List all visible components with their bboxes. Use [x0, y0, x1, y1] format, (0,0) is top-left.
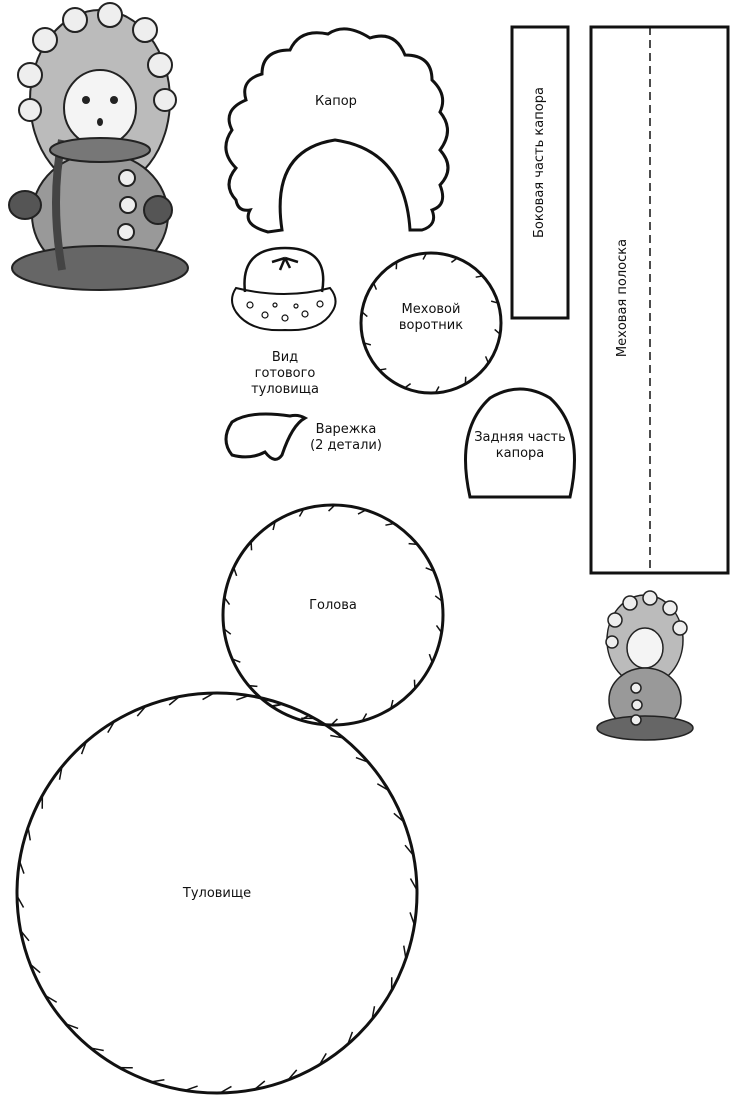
seam-tick — [409, 912, 416, 926]
seam-tick — [347, 1031, 354, 1045]
fur-strip-piece — [589, 25, 730, 575]
seam-tick — [475, 275, 483, 278]
label-fur-collar-line2: воротник — [398, 318, 464, 333]
label-back-part: Задняя часть капора — [470, 430, 570, 462]
mitten-piece — [224, 412, 309, 461]
seam-tick — [484, 356, 490, 364]
label-body: Туловище — [182, 886, 252, 901]
label-finished-view-line3: туловища — [251, 382, 319, 397]
seam-tick — [58, 766, 63, 780]
seam-tick — [450, 257, 458, 263]
label-fur-strip: Меховая полоска — [615, 238, 630, 358]
seam-tick — [136, 705, 147, 717]
seam-tick — [404, 844, 415, 856]
body-piece — [15, 691, 419, 1095]
seam-tick — [408, 542, 418, 546]
seam-tick — [184, 1085, 198, 1092]
seam-tick — [328, 504, 336, 512]
seam-tick — [371, 1006, 376, 1020]
kapor-piece — [224, 27, 450, 234]
side-part-piece — [510, 25, 570, 320]
seam-tick — [80, 741, 87, 755]
seam-tick — [355, 756, 369, 763]
label-back-part-line2: капора — [495, 446, 545, 461]
seam-tick — [272, 521, 276, 531]
label-mitten-line2: (2 детали) — [310, 438, 382, 453]
seam-tick — [379, 368, 387, 371]
label-fur-collar-line1: Меховой — [401, 302, 461, 317]
seam-tick — [494, 328, 501, 335]
seam-tick — [372, 282, 378, 290]
finished-body-view — [231, 246, 337, 332]
seam-tick — [422, 252, 428, 260]
label-finished-view: Вид готового туловища — [240, 350, 330, 398]
seam-tick — [330, 734, 344, 739]
seam-tick — [223, 597, 231, 606]
fur-collar-piece — [359, 251, 503, 395]
seam-tick — [425, 567, 435, 572]
seam-tick — [248, 684, 258, 688]
doll-illustration-small — [596, 590, 694, 741]
seam-tick — [361, 311, 368, 318]
seam-tick — [363, 342, 372, 346]
doll-illustration-large — [8, 2, 189, 291]
seam-tick — [90, 1047, 104, 1052]
seam-tick — [18, 860, 25, 874]
seam-tick — [434, 386, 440, 394]
seam-tick — [361, 713, 368, 722]
seam-tick — [223, 628, 232, 635]
seam-tick — [65, 1023, 79, 1030]
seam-tick — [428, 653, 433, 663]
label-mitten: Варежка (2 детали) — [306, 422, 386, 454]
seam-tick — [254, 1080, 266, 1091]
seam-tick — [318, 1052, 327, 1066]
seam-tick — [233, 567, 238, 577]
seam-tick — [409, 878, 418, 891]
seam-tick — [29, 963, 41, 974]
seam-tick — [298, 508, 305, 517]
seam-tick — [202, 692, 215, 701]
seam-tick — [19, 930, 30, 942]
seam-tick — [151, 1078, 165, 1083]
label-fur-collar: Меховой воротник — [390, 302, 472, 334]
seam-tick — [435, 624, 443, 633]
label-head: Голова — [309, 598, 357, 613]
label-finished-view-line1: Вид — [271, 350, 299, 365]
seam-tick — [376, 783, 390, 792]
label-side-part: Боковая часть капора — [532, 87, 547, 238]
seam-tick — [44, 994, 58, 1003]
label-back-part-line1: Задняя часть — [474, 430, 566, 445]
seam-tick — [385, 522, 395, 526]
seam-tick — [168, 695, 180, 706]
seam-tick — [393, 812, 405, 823]
seam-tick — [402, 945, 407, 959]
seam-tick — [390, 699, 394, 709]
back-part-piece — [464, 387, 576, 499]
seam-tick — [490, 300, 499, 304]
seam-tick — [219, 1085, 232, 1094]
label-kapor: Капор — [315, 94, 357, 109]
seam-tick — [404, 383, 412, 389]
head-piece — [221, 503, 445, 727]
seam-tick — [236, 694, 250, 701]
seam-tick — [107, 720, 116, 734]
seam-tick — [330, 718, 338, 726]
seam-tick — [287, 1069, 298, 1081]
seam-tick — [27, 827, 32, 841]
seam-allowance-ticks — [16, 252, 501, 1094]
label-mitten-line1: Варежка — [315, 422, 377, 437]
label-finished-view-line2: готового — [254, 366, 316, 381]
seam-tick — [434, 595, 443, 602]
seam-tick — [269, 703, 283, 708]
seam-tick — [16, 895, 25, 908]
seam-tick — [231, 658, 241, 663]
seam-tick — [357, 509, 367, 515]
